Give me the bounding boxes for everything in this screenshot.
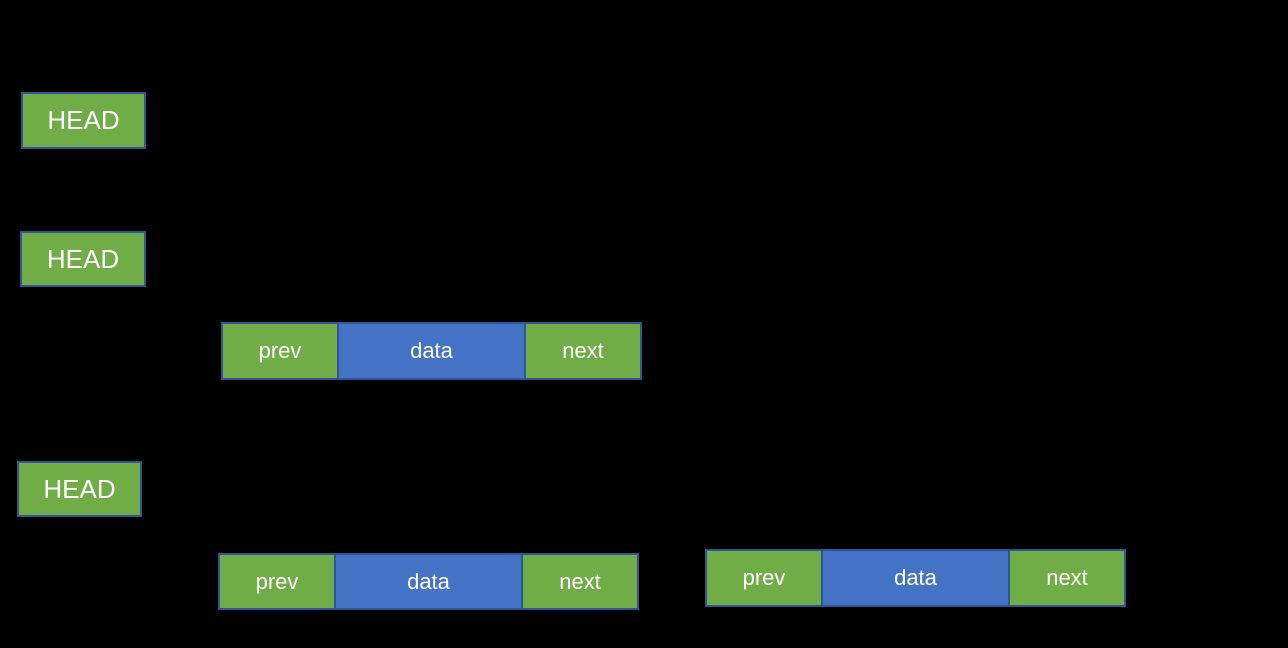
prev-label: prev <box>258 338 302 363</box>
head-label: HEAD <box>43 473 116 504</box>
head-label: HEAD <box>46 243 120 274</box>
data-label: data <box>410 338 453 363</box>
list-node-2: prev data next <box>218 553 639 610</box>
data-label: data <box>407 568 450 594</box>
data-label: data <box>894 565 937 590</box>
head-box-3: HEAD <box>17 461 142 517</box>
prev-cell: prev <box>221 322 339 380</box>
prev-cell: prev <box>705 549 823 607</box>
next-cell: next <box>521 553 639 610</box>
head-box-1: HEAD <box>21 92 146 149</box>
prev-cell: prev <box>218 553 336 610</box>
next-cell: next <box>524 322 642 380</box>
data-cell: data <box>821 549 1010 607</box>
data-cell: data <box>334 553 523 610</box>
list-node-1: prev data next <box>221 322 642 380</box>
head-label: HEAD <box>47 105 120 135</box>
list-node-3: prev data next <box>705 549 1126 607</box>
prev-label: prev <box>255 568 299 594</box>
next-label: next <box>559 568 601 594</box>
prev-label: prev <box>742 565 786 590</box>
next-label: next <box>1046 565 1088 590</box>
next-label: next <box>562 338 604 363</box>
data-cell: data <box>337 322 526 380</box>
head-box-2: HEAD <box>20 231 146 287</box>
next-cell: next <box>1008 549 1126 607</box>
